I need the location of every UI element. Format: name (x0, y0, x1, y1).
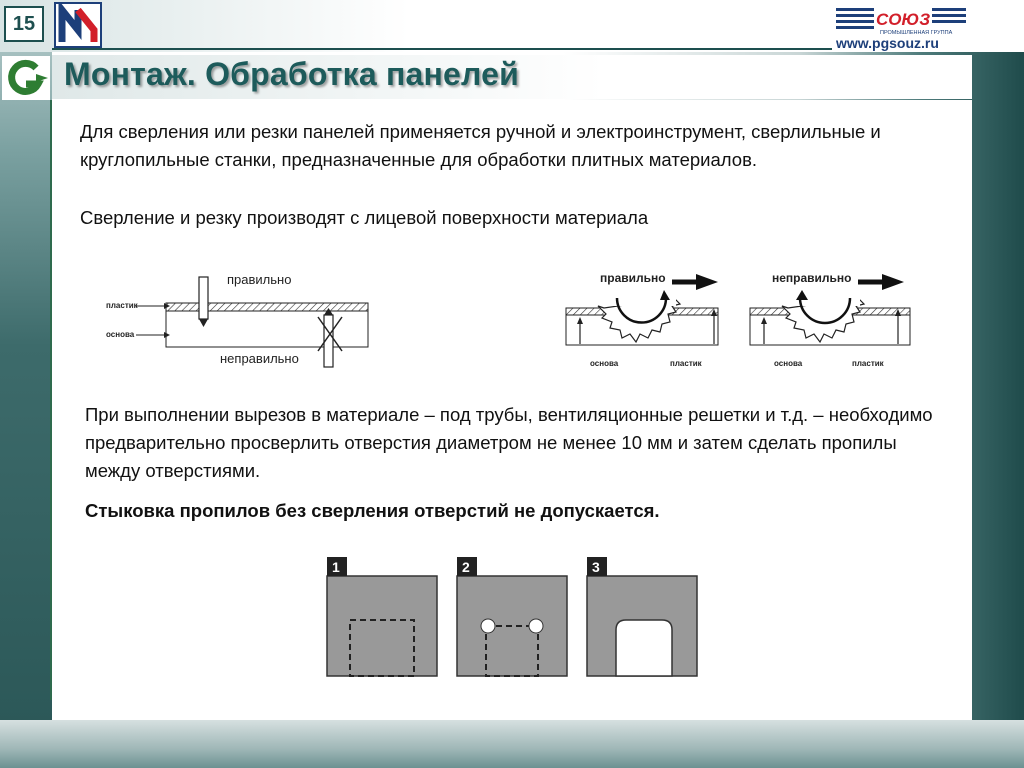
drill-correct-icon (198, 276, 209, 320)
saw-correct-group: правильно основа пластик (565, 271, 719, 368)
sawing-diagram: правильно основа пластик неправильно осн… (565, 271, 911, 368)
left-band (0, 0, 52, 768)
drill-incorrect-label: неправильно (220, 351, 299, 366)
page-title: Монтаж. Обработка панелей (64, 56, 519, 92)
step-3-panel: 3 (586, 557, 698, 677)
website-url: www.pgsouz.ru (836, 35, 939, 51)
saw-incorrect-plastic-label: пластик (852, 359, 885, 368)
drilled-hole-right (528, 618, 544, 634)
saw-incorrect-label: неправильно (772, 271, 852, 285)
header-rule (52, 48, 832, 50)
saw-incorrect-group: неправильно основа пластик (749, 271, 911, 368)
paragraph-face-side: Сверление и резку производят с лицевой п… (80, 207, 649, 228)
brand-name: СОЮЗ (876, 10, 930, 29)
bottom-band (0, 720, 1024, 768)
slide-number: 15 (4, 6, 44, 42)
base-layer (165, 310, 369, 348)
brand-subtitle: ПРОМЫШЛЕННАЯ ГРУППА (880, 30, 953, 36)
step-1-number: 1 (332, 559, 340, 575)
saw-correct-base-label: основа (590, 359, 619, 368)
paragraph-tools: Для сверления или резки панелей применяе… (80, 121, 881, 170)
left-rule (50, 100, 52, 700)
drilled-hole-left (480, 618, 496, 634)
step-3-number: 3 (592, 559, 600, 575)
saw-correct-plastic-label: пластик (670, 359, 703, 368)
cutout-steps-diagram: 1 2 3 (326, 557, 698, 677)
plastic-layer (165, 302, 369, 312)
step-1-panel: 1 (326, 557, 438, 677)
saw-correct-label: правильно (600, 271, 666, 285)
paragraph-cutouts: При выполнении вырезов в материале – под… (85, 404, 933, 481)
saw-incorrect-base-label: основа (774, 359, 803, 368)
company-logo-icon (54, 2, 102, 48)
drill-correct-label: правильно (227, 272, 291, 287)
brand-logo: СОЮЗ ПРОМЫШЛЕННАЯ ГРУППА (836, 8, 966, 36)
drill-base-label: основа (106, 330, 135, 339)
paragraph-warning: Стыковка пропилов без сверления отверсти… (85, 500, 660, 521)
drill-top-label: пластик (106, 301, 139, 310)
g-logo-icon (2, 56, 50, 100)
step-2-number: 2 (462, 559, 470, 575)
title-bar (52, 55, 972, 99)
step-2-panel: 2 (456, 557, 568, 677)
drilling-diagram: правильно пластик основа неправильно (106, 272, 369, 368)
